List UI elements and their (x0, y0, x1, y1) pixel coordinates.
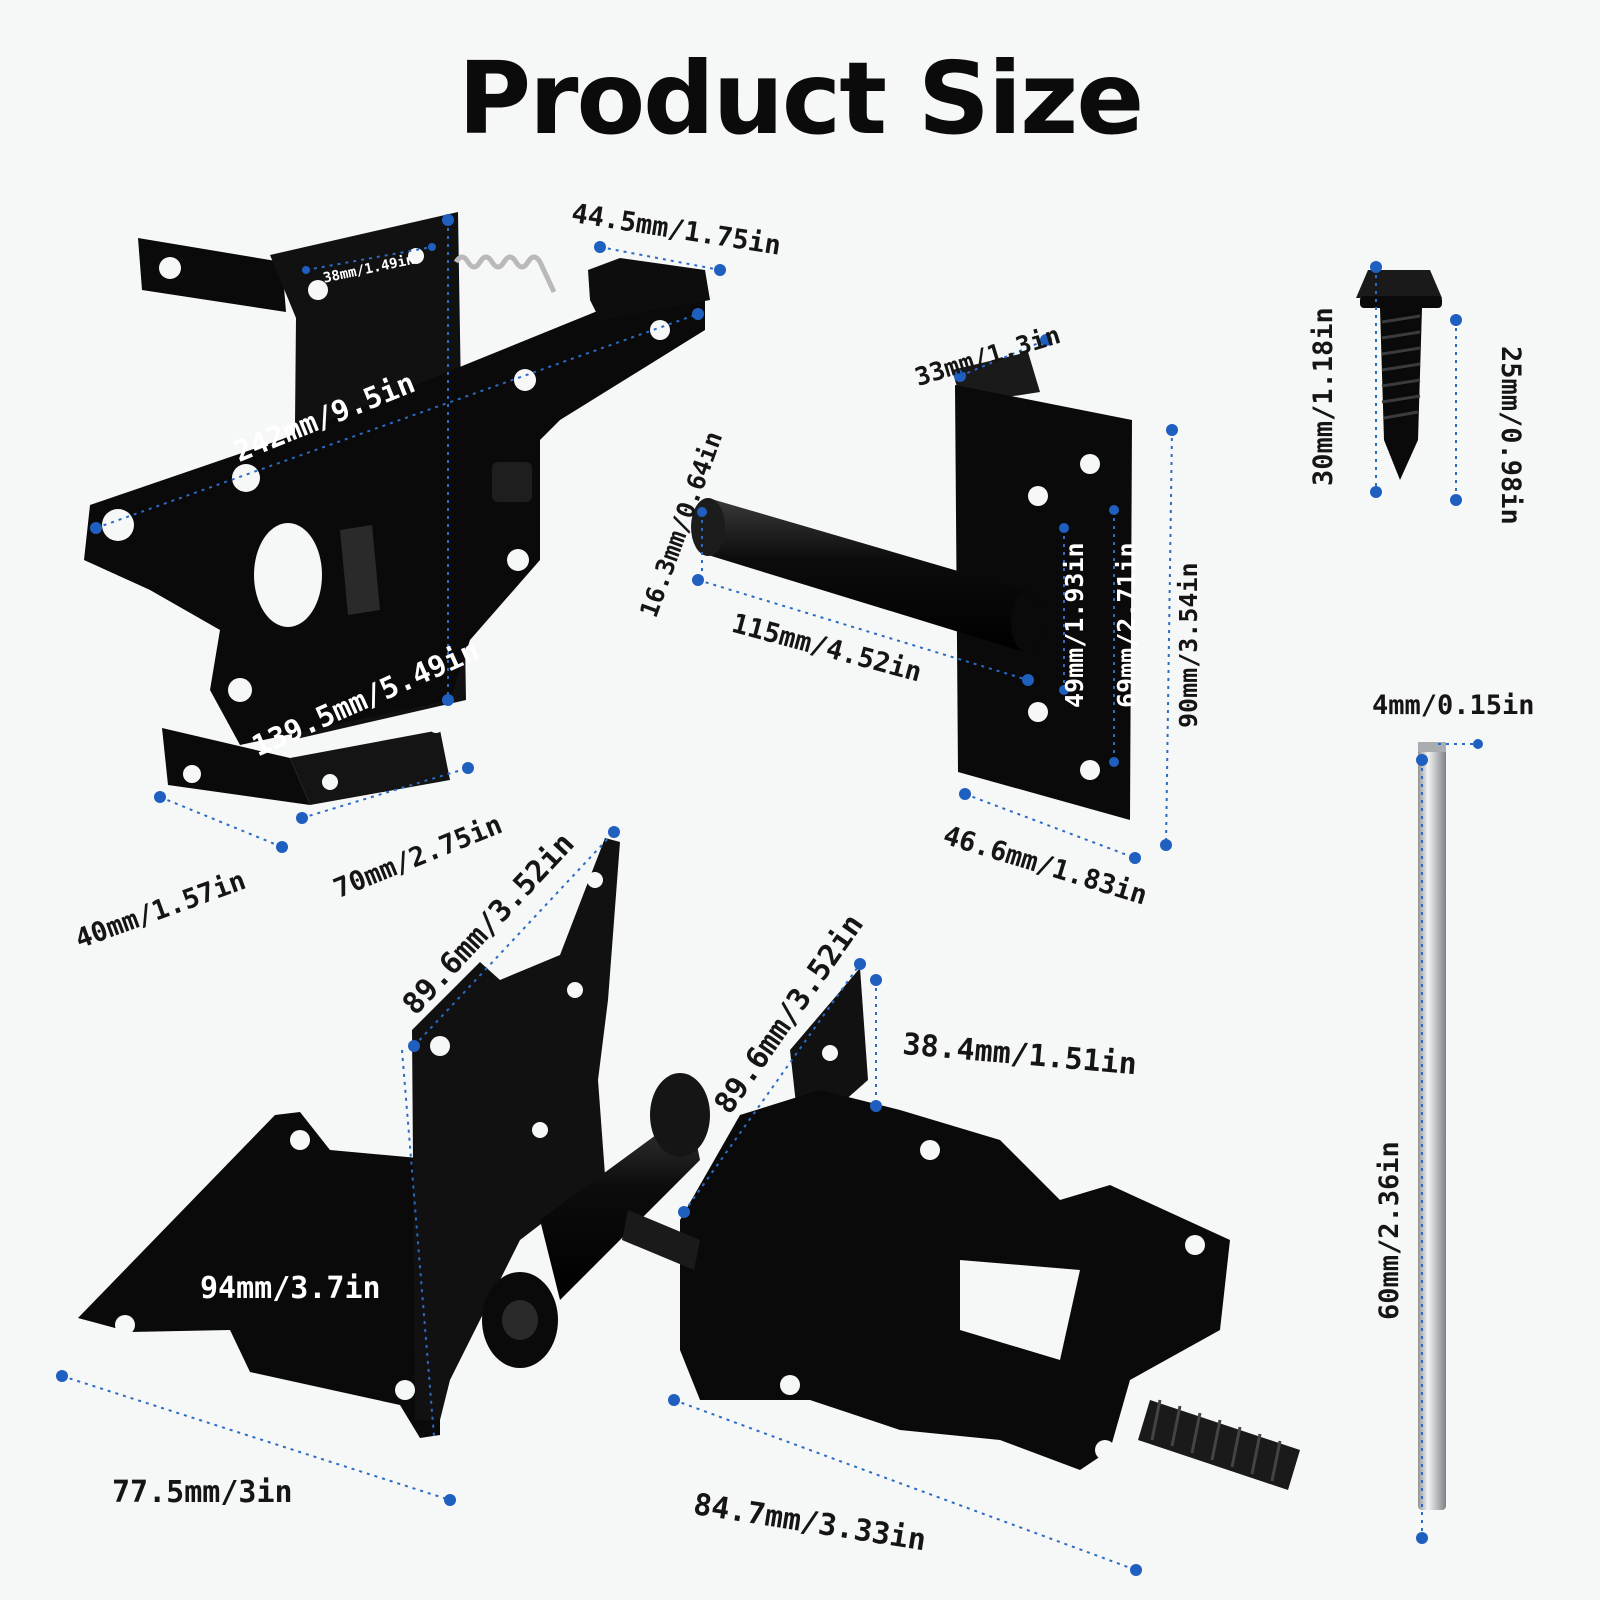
pin-length-label: 60mm/2.36in (1374, 1141, 1405, 1320)
dimension-lines (61, 220, 1478, 1571)
screw-length-label: 30mm/1.18in (1308, 307, 1339, 486)
spring-hinge (78, 838, 1300, 1490)
hinge-left-width-label: 77.5mm/3in (112, 1475, 293, 1510)
dimension-endpoints (56, 214, 1483, 1576)
catch-plate-height-label: 90mm/3.54in (1174, 562, 1203, 728)
catch-outer-holes-label: 69mm/2.71in (1112, 542, 1141, 708)
pin-diameter-label: 4mm/0.15in (1372, 690, 1535, 721)
gate-latch (84, 212, 710, 805)
catch-inner-holes-label: 49mm/1.93in (1060, 542, 1089, 708)
page-title: Product Size (457, 40, 1144, 157)
screw-thread-label: 25mm/0.98in (1495, 346, 1526, 525)
hinge-leaf-height-label: 94mm/3.7in (200, 1271, 381, 1306)
steel-pin (1418, 742, 1446, 1510)
post-catch (691, 352, 1132, 820)
screw (1356, 270, 1442, 480)
